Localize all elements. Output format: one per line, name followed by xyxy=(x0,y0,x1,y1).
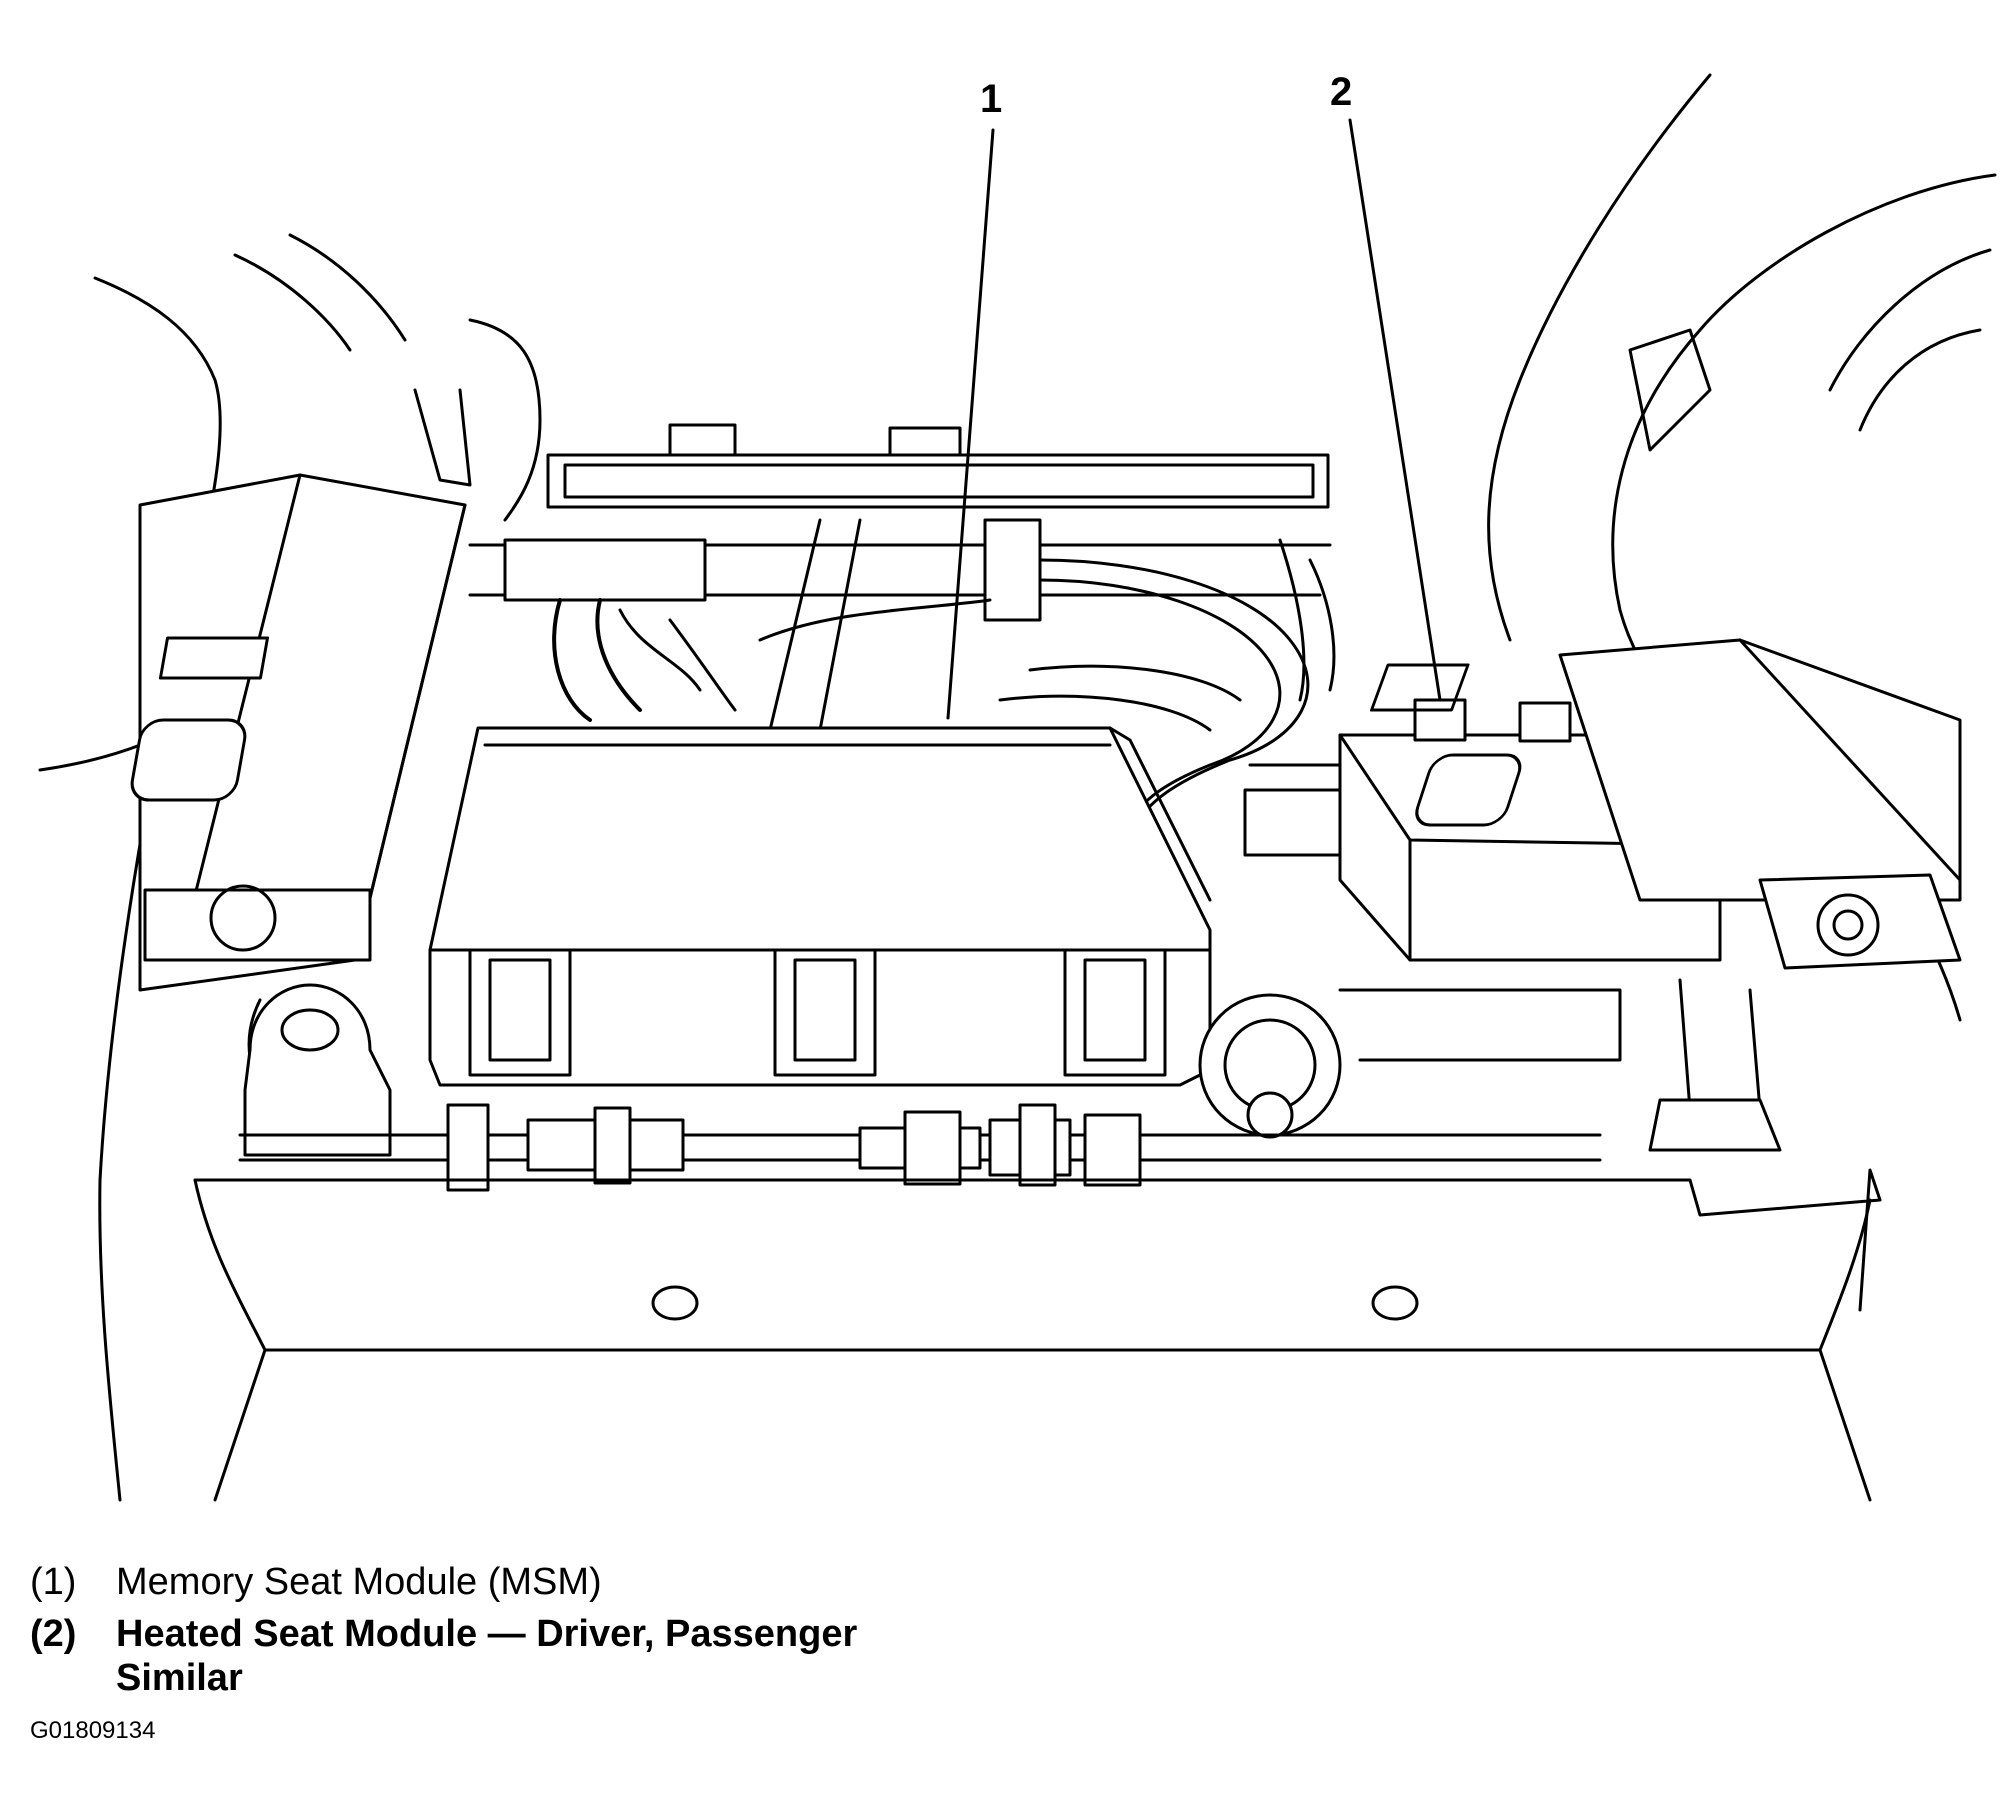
memory-seat-module xyxy=(428,726,1212,1087)
lower-cross-rail xyxy=(238,1103,1602,1192)
left-mounting-bracket xyxy=(130,473,467,992)
callout-2-number: 2 xyxy=(1330,70,1352,114)
top-seat-rail xyxy=(413,388,1330,509)
lower-mechanism xyxy=(243,978,1782,1157)
wiring-harness xyxy=(468,518,1336,832)
legend-text: Memory Seat Module (MSM) xyxy=(116,1561,602,1603)
right-mounting-bracket xyxy=(1369,328,1962,970)
seat-cushion-base xyxy=(193,1168,1882,1502)
figure-id: G01809134 xyxy=(30,1717,156,1744)
legend-item-1: (1) Memory Seat Module (MSM) xyxy=(30,1560,896,1604)
legend-number: (2) xyxy=(30,1613,77,1655)
callout-2-leader xyxy=(1348,118,1442,702)
legend: (1) Memory Seat Module (MSM) (2) Heated … xyxy=(30,1560,896,1700)
legend-item-2: (2) Heated Seat Module — Driver, Passeng… xyxy=(30,1612,896,1700)
callout-1-number: 1 xyxy=(980,77,1002,121)
legend-number: (1) xyxy=(30,1561,77,1603)
legend-text: Heated Seat Module — Driver, Passenger S… xyxy=(116,1613,858,1699)
callout-1-leader xyxy=(946,128,995,720)
